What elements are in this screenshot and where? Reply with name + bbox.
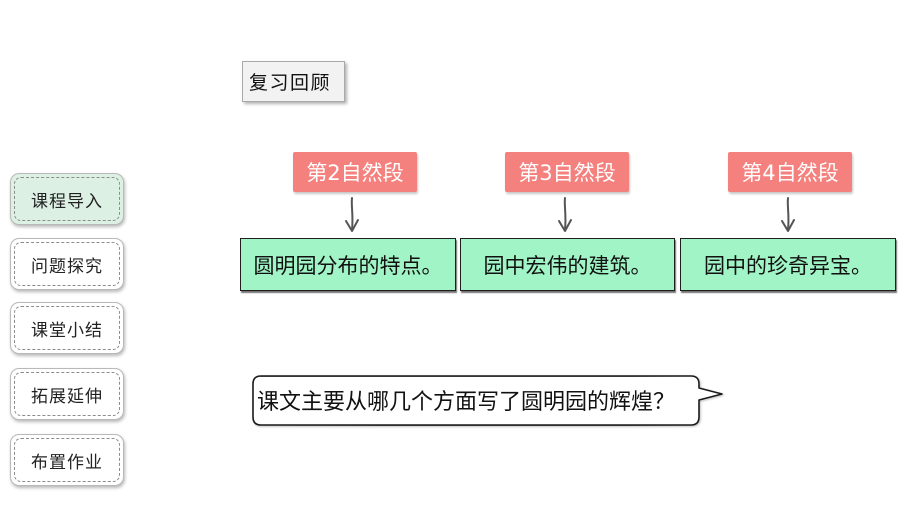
question-text: 课文主要从哪几个方面写了圆明园的辉煌？ [257,390,676,415]
speech-bubble [252,374,723,427]
nav-item-label: 课堂小结 [31,320,103,341]
nav-item-class-summary[interactable]: 课堂小结 [10,302,124,354]
nav-item-label: 拓展延伸 [31,386,103,407]
nav-item-course-intro[interactable]: 课程导入 [10,173,124,225]
nav-item-problem-inquiry[interactable]: 问题探究 [10,238,124,290]
nav-item-label: 课程导入 [31,191,103,212]
nav-item-label: 问题探究 [31,256,103,277]
paragraph-tag-3: 第3自然段 [505,152,629,192]
paragraph-tag-2: 第2自然段 [293,152,417,192]
paragraph-summary-4: 园中的珍奇异宝。 [680,238,896,291]
paragraph-summary-2: 圆明园分布的特点。 [240,238,456,291]
down-arrow-icon [345,197,359,232]
nav-item-extension[interactable]: 拓展延伸 [10,368,124,420]
nav-item-homework[interactable]: 布置作业 [10,434,124,486]
paragraph-tag-4: 第4自然段 [728,152,852,192]
paragraph-summary-3: 园中宏伟的建筑。 [460,238,675,291]
down-arrow-icon [781,197,795,232]
down-arrow-icon [558,197,572,232]
review-title: 复习回顾 [242,61,345,102]
nav-item-label: 布置作业 [31,452,103,473]
